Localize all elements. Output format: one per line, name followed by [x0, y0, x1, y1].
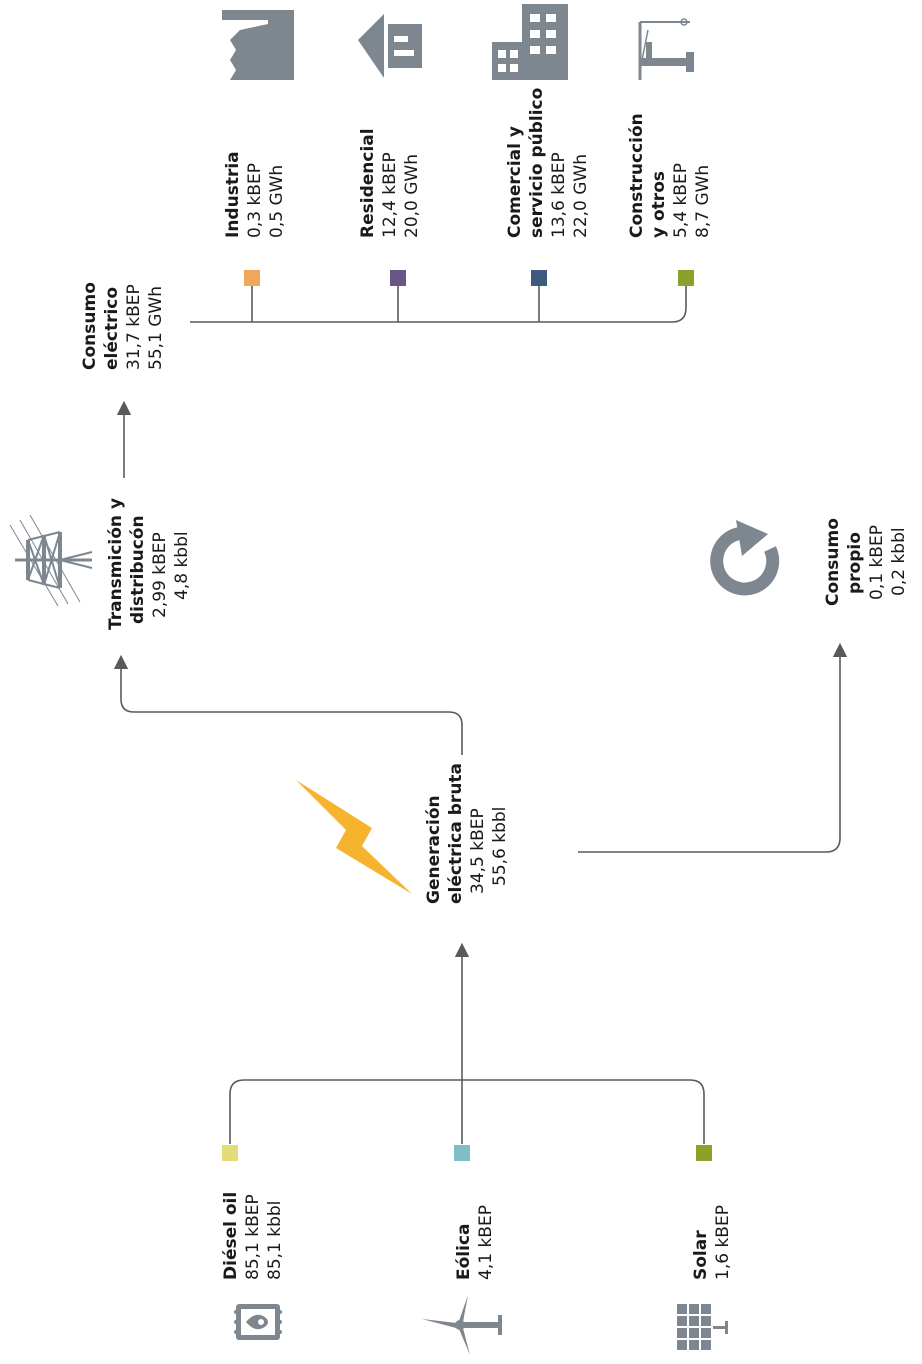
- svg-text:0,1 kBEP: 0,1 kBEP: [867, 525, 887, 600]
- svg-text:Solar: Solar: [691, 1230, 711, 1280]
- svg-text:Generación: Generación: [424, 795, 444, 904]
- svg-text:85,1 kBEP: 85,1 kBEP: [243, 1194, 263, 1280]
- svg-text:Comercial y: Comercial y: [505, 126, 525, 238]
- svg-text:Eólica: Eólica: [454, 1224, 474, 1281]
- svg-text:8,7 GWh: 8,7 GWh: [693, 165, 713, 238]
- svg-text:5,4 kBEP: 5,4 kBEP: [671, 163, 691, 238]
- svg-text:Consumo: Consumo: [80, 282, 100, 370]
- svg-text:34,5 kBEP: 34,5 kBEP: [468, 808, 488, 894]
- svg-text:4,1 kBEP: 4,1 kBEP: [476, 1205, 496, 1280]
- svg-text:1,6 kBEP: 1,6 kBEP: [713, 1205, 733, 1280]
- transmission-tower-icon: [9, 514, 93, 607]
- residencial-swatch: [390, 270, 406, 286]
- oil-barrel-icon: [234, 1304, 282, 1340]
- svg-text:12,4 kBEP: 12,4 kBEP: [380, 152, 400, 238]
- house-icon: [358, 14, 422, 78]
- industria-label: Industria 0,3 kBEP 0,5 GWh: [223, 151, 287, 238]
- eolica-swatch: [454, 1145, 470, 1161]
- refresh-arrow-icon: [710, 520, 780, 596]
- svg-text:0,2 kbbl: 0,2 kbbl: [889, 527, 909, 596]
- comercial-label: Comercial y servicio público 13,6 kBEP 2…: [505, 88, 591, 238]
- svg-text:0,3 kBEP: 0,3 kBEP: [245, 163, 265, 238]
- svg-text:31,7 kBEP: 31,7 kBEP: [124, 284, 144, 370]
- generation-label: Generación eléctrica bruta 34,5 kBEP 55,…: [424, 763, 510, 904]
- svg-text:propio: propio: [845, 532, 865, 594]
- svg-text:eléctrica bruta: eléctrica bruta: [446, 763, 466, 904]
- comercial-swatch: [531, 270, 547, 286]
- consumption-label: Consumo eléctrico 31,7 kBEP 55,1 GWh: [80, 282, 166, 370]
- lightning-bolt-icon: [296, 780, 412, 894]
- crane-icon: [638, 18, 694, 80]
- eolica-label: Eólica 4,1 kBEP: [454, 1205, 496, 1280]
- svg-text:Transmición y: Transmición y: [106, 498, 126, 630]
- factory-icon: [222, 10, 294, 80]
- solar-panel-icon: [677, 1304, 728, 1350]
- connectors: [113, 286, 848, 1144]
- solar-label: Solar 1,6 kBEP: [691, 1205, 733, 1280]
- svg-text:Residencial: Residencial: [358, 128, 378, 238]
- office-building-icon: [492, 4, 568, 80]
- svg-text:Consumo: Consumo: [823, 518, 843, 606]
- svg-text:20,0 GWh: 20,0 GWh: [402, 154, 422, 238]
- wind-turbine-icon: [422, 1295, 502, 1355]
- construccion-swatch: [678, 270, 694, 286]
- svg-text:Diésel oil: Diésel oil: [221, 1192, 241, 1280]
- svg-text:13,6 kBEP: 13,6 kBEP: [549, 152, 569, 238]
- solar-swatch: [696, 1145, 712, 1161]
- svg-text:distribucón: distribucón: [128, 515, 148, 624]
- residencial-label: Residencial 12,4 kBEP 20,0 GWh: [358, 128, 422, 238]
- arrow-to-transmission: [113, 654, 463, 755]
- svg-text:22,0 GWh: 22,0 GWh: [571, 154, 591, 238]
- diesel-swatch: [222, 1145, 238, 1161]
- svg-text:servicio público: servicio público: [527, 88, 547, 238]
- transmission-label: Transmición y distribucón 2,99 kBEP 4,8 …: [106, 498, 192, 630]
- svg-text:55,6 kbbl: 55,6 kbbl: [490, 807, 510, 886]
- svg-text:2,99 kBEP: 2,99 kBEP: [150, 532, 170, 618]
- svg-text:Industria: Industria: [223, 151, 243, 238]
- diesel-label: Diésel oil 85,1 kBEP 85,1 kbbl: [221, 1192, 285, 1280]
- self-consumption-label: Consumo propio 0,1 kBEP 0,2 kbbl: [823, 518, 909, 606]
- construccion-label: Construcción y otros 5,4 kBEP 8,7 GWh: [627, 113, 713, 238]
- svg-text:55,1 GWh: 55,1 GWh: [146, 286, 166, 370]
- svg-text:4,8 kbbl: 4,8 kbbl: [172, 531, 192, 600]
- svg-text:85,1 kbbl: 85,1 kbbl: [265, 1201, 285, 1280]
- sources-bracket-line: [229, 1079, 705, 1144]
- arrow-to-self-consumption: [578, 642, 848, 853]
- svg-text:0,5 GWh: 0,5 GWh: [267, 165, 287, 238]
- svg-text:Construcción: Construcción: [627, 113, 647, 238]
- industria-swatch: [244, 270, 260, 286]
- svg-text:y otros: y otros: [649, 171, 669, 238]
- sectors-bracket-line: [190, 286, 687, 323]
- svg-text:eléctrico: eléctrico: [102, 287, 122, 370]
